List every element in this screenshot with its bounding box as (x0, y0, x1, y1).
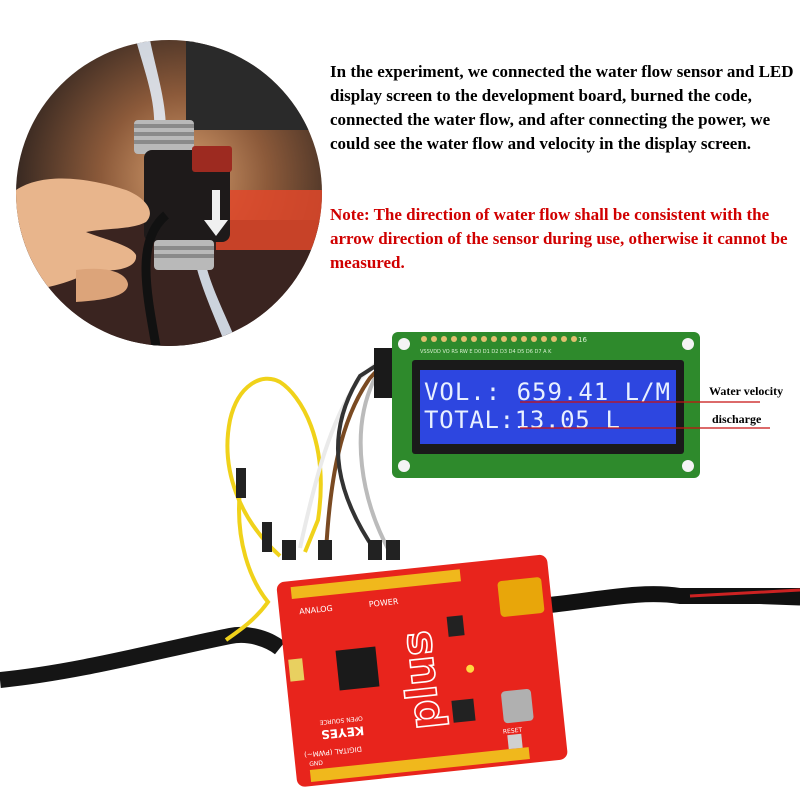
jumper-wire-black (335, 356, 390, 554)
lcd-pin (441, 336, 447, 342)
usb-c-port (501, 688, 534, 724)
lcd-line-1: VOL.: 659.41 L/M (424, 378, 670, 406)
sensor-cable (0, 627, 285, 688)
label-analog: ANALOG (299, 604, 333, 616)
lcd-pin (551, 336, 557, 342)
brand-sub: OPEN SOURCE (319, 714, 363, 726)
lcd-mount-hole (682, 338, 694, 350)
lcd-pin (421, 336, 427, 342)
lcd-screen (420, 370, 676, 444)
jumper-connector (262, 522, 272, 552)
jumper-connector (386, 540, 400, 560)
status-led (466, 664, 475, 673)
lcd-pin (511, 336, 517, 342)
header-bottom (309, 747, 530, 782)
lcd-pin (531, 336, 537, 342)
note-paragraph: Note: The direction of water flow shall … (330, 205, 788, 272)
lcd-pin-labels: VSSVDD VO RS RW E D0 D1 D2 D3 D4 D5 D6 D… (420, 349, 552, 355)
lcd-pin (561, 336, 567, 342)
label-gnd: GND (309, 760, 324, 768)
sensor-photo (16, 40, 322, 346)
jumper-connector (282, 540, 296, 560)
callout-label-velocity: Water velocity (709, 384, 784, 398)
lcd-mount-hole (398, 338, 410, 350)
lcd-pin (471, 336, 477, 342)
power-wire-red (689, 588, 800, 598)
jumper-wire-grey (358, 358, 394, 557)
lcd-mount-hole (682, 460, 694, 472)
development-board: ANALOG POWER RESET plus KEYES OPEN SOURC… (276, 554, 568, 787)
microcontroller-chip (335, 646, 380, 691)
lcd-module: VSSVDD VO RS RW E D0 D1 D2 D3 D4 D5 D6 D… (392, 332, 700, 478)
lcd-pin-header (421, 336, 577, 342)
label-reset: RESET (503, 727, 523, 736)
jumper-connector (368, 540, 382, 560)
jumper-wire-yellow-2 (224, 489, 271, 642)
lcd-mount-hole (398, 460, 410, 472)
lcd-pin (431, 336, 437, 342)
sensor-photo-drawing (16, 40, 322, 346)
lcd-pin (491, 336, 497, 342)
board-logo: plus (391, 628, 450, 732)
dc-jack (497, 577, 545, 617)
label-power: POWER (368, 597, 399, 609)
jumper-connector (236, 468, 246, 498)
lcd-pin (541, 336, 547, 342)
component (451, 698, 476, 723)
board-pcb (276, 554, 568, 787)
power-cable (539, 586, 800, 614)
intro-paragraph: In the experiment, we connected the wate… (330, 62, 794, 153)
lcd-pin (571, 336, 577, 342)
power-wire-black (689, 598, 800, 606)
reset-button[interactable] (507, 733, 523, 750)
lcd-line-2: TOTAL:13.05 L (424, 406, 620, 434)
lcd-pin-number: 16 (578, 336, 587, 344)
lcd-pin (451, 336, 457, 342)
lcd-pin (501, 336, 507, 342)
sensor-connector (288, 658, 305, 682)
lcd-pin (521, 336, 527, 342)
brand-name: KEYES (320, 723, 364, 741)
jumper-connector (318, 540, 332, 560)
lcd-pin (481, 336, 487, 342)
component (446, 615, 465, 637)
header-top (290, 569, 461, 600)
lcd-pin (461, 336, 467, 342)
callout-label-discharge: discharge (712, 412, 762, 426)
